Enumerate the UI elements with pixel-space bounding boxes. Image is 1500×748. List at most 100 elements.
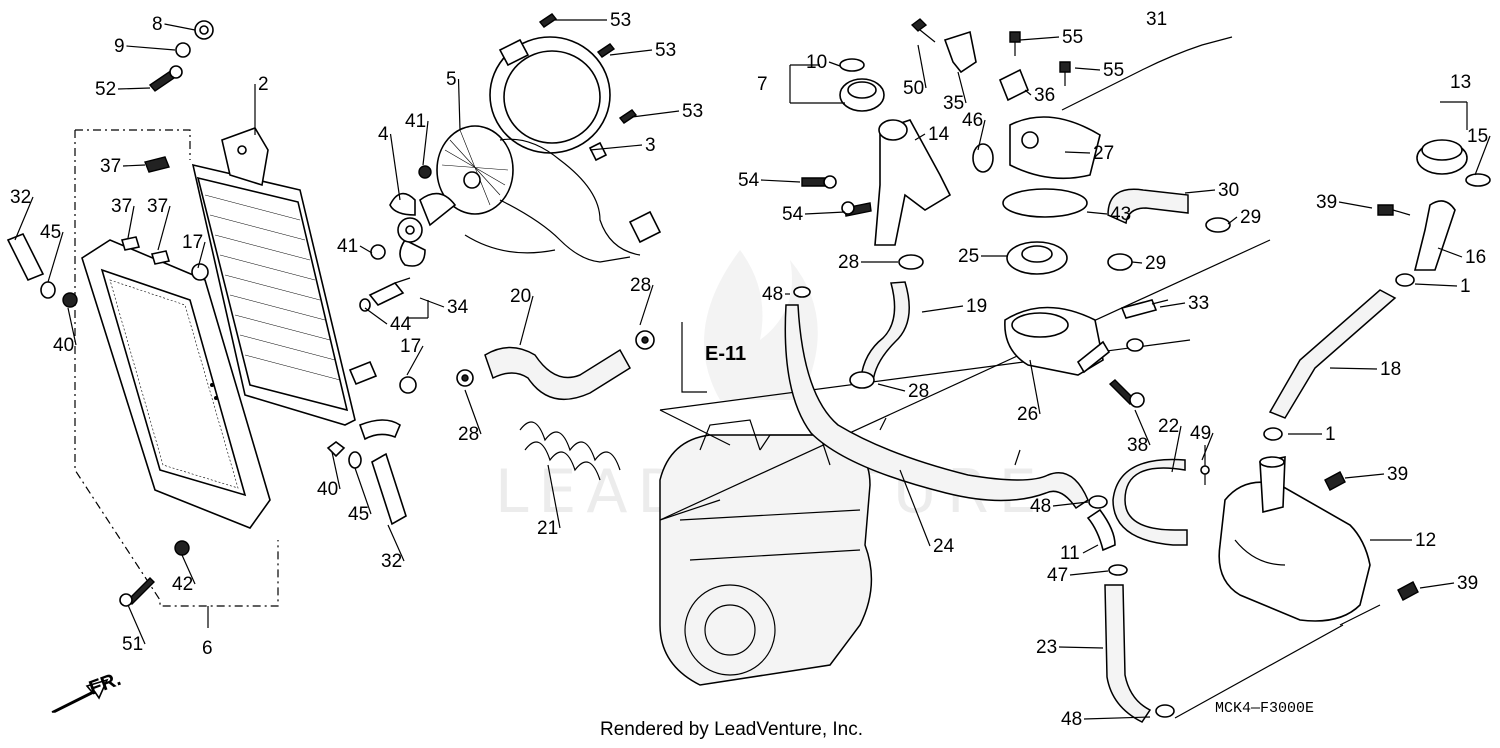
leader-line-27 bbox=[1064, 151, 1091, 154]
fan-blade-4 bbox=[389, 192, 457, 267]
reserve-tank-12 bbox=[1218, 456, 1371, 622]
callout-41: 41 bbox=[405, 111, 426, 132]
washer-45a bbox=[40, 281, 56, 299]
callout-5: 5 bbox=[446, 69, 457, 90]
callout-53: 53 bbox=[610, 10, 631, 31]
callout-28: 28 bbox=[838, 252, 859, 273]
grille-32a bbox=[6, 232, 45, 282]
callout-38: 38 bbox=[1127, 435, 1148, 456]
bolt-54b bbox=[841, 201, 872, 217]
callout-45: 45 bbox=[40, 222, 61, 243]
hose-20 bbox=[484, 346, 632, 401]
nut-41b bbox=[370, 244, 386, 260]
callout-26: 26 bbox=[1017, 404, 1038, 425]
leader-line-28 bbox=[464, 389, 482, 435]
filler-neck-14 bbox=[874, 119, 952, 246]
callout-37: 37 bbox=[100, 156, 121, 177]
leader-line-55 bbox=[1074, 67, 1101, 71]
washer-45b bbox=[348, 451, 362, 469]
nut-40b bbox=[326, 441, 346, 458]
joint-11 bbox=[1086, 508, 1116, 552]
leader-lines-tank bbox=[1174, 604, 1381, 719]
leader-line-17 bbox=[406, 345, 424, 376]
callout-48: 48 bbox=[762, 284, 783, 305]
leader-line-38 bbox=[1134, 409, 1151, 446]
bolt-51 bbox=[119, 577, 155, 607]
leader-line-5 bbox=[457, 78, 461, 131]
callout-55: 55 bbox=[1103, 60, 1124, 81]
radiator-shroud bbox=[81, 239, 271, 529]
leader-line-33 bbox=[1159, 302, 1186, 308]
clip-48a bbox=[793, 286, 811, 298]
leader-line-43 bbox=[1086, 211, 1108, 215]
callout-6: 6 bbox=[202, 638, 213, 659]
callout-25: 25 bbox=[958, 246, 979, 267]
callout-37: 37 bbox=[147, 196, 168, 217]
seal-15 bbox=[1465, 173, 1491, 187]
callout-54: 54 bbox=[738, 170, 760, 191]
leader-line-48 bbox=[1052, 501, 1089, 507]
clip-48b bbox=[1088, 495, 1108, 509]
leader-line-37 bbox=[157, 205, 171, 251]
thermo-switch-34 bbox=[368, 277, 411, 306]
callout-43: 43 bbox=[1110, 204, 1131, 225]
leader-line-15 bbox=[1474, 135, 1491, 176]
fan-assembly bbox=[359, 13, 662, 312]
rubber-37c bbox=[150, 250, 171, 265]
callout-44: 44 bbox=[390, 314, 412, 335]
fan-motor-5 bbox=[436, 125, 662, 263]
grille-32b bbox=[371, 452, 407, 526]
leader-line-53 bbox=[631, 110, 680, 118]
rubber-37a bbox=[144, 156, 170, 173]
leader-line-29 bbox=[1227, 216, 1238, 225]
callout-35: 35 bbox=[943, 93, 964, 114]
bolt-55b bbox=[1059, 61, 1071, 86]
callout-32: 32 bbox=[381, 551, 402, 572]
callout-31: 31 bbox=[1146, 9, 1167, 30]
leader-line-45 bbox=[47, 231, 64, 283]
engine-block bbox=[659, 419, 873, 686]
leader-line-16 bbox=[1437, 247, 1463, 258]
clamp-28b bbox=[635, 330, 655, 350]
callout-32: 32 bbox=[10, 187, 31, 208]
callout-19: 19 bbox=[966, 296, 987, 317]
bolt-38 bbox=[1108, 379, 1145, 408]
diagram-code: MCK4—F3000E bbox=[1215, 700, 1314, 717]
callout-50: 50 bbox=[903, 78, 924, 99]
clamp-29b bbox=[1107, 253, 1133, 271]
clamp-29a bbox=[1205, 217, 1231, 233]
callout-4: 4 bbox=[378, 124, 389, 145]
hose-19 bbox=[860, 281, 910, 384]
callout-36: 36 bbox=[1034, 85, 1055, 106]
front-direction-arrow: FR. bbox=[51, 668, 124, 713]
callout-1: 1 bbox=[1325, 424, 1336, 445]
leader-line-1 bbox=[1414, 283, 1458, 287]
callout-55: 55 bbox=[1062, 27, 1083, 48]
leader-line-17 bbox=[197, 241, 206, 269]
filler-16 bbox=[1413, 200, 1456, 271]
cap-13 bbox=[1416, 139, 1468, 175]
leader-line-23 bbox=[1058, 646, 1104, 649]
callout-9: 9 bbox=[114, 36, 125, 57]
clip-33b bbox=[1126, 338, 1144, 352]
clip-49 bbox=[1200, 445, 1210, 485]
leader-line-52 bbox=[117, 87, 151, 90]
cap-7 bbox=[839, 78, 885, 112]
leader-line-21 bbox=[547, 464, 561, 529]
callout-46: 46 bbox=[962, 110, 983, 131]
leader-line-14 bbox=[914, 133, 926, 141]
callout-23: 23 bbox=[1036, 637, 1057, 658]
callout-39: 39 bbox=[1387, 464, 1408, 485]
o-ring-44 bbox=[359, 298, 371, 312]
pipe-31 bbox=[1061, 36, 1233, 111]
hose-18 bbox=[1268, 289, 1397, 419]
rubber-37b bbox=[120, 236, 141, 251]
callout-16: 16 bbox=[1465, 247, 1486, 268]
leader-line-55 bbox=[1019, 36, 1060, 41]
radiator-core bbox=[191, 127, 401, 441]
clip-1b bbox=[1263, 427, 1283, 441]
leader-line-54 bbox=[804, 211, 846, 215]
callout-2: 2 bbox=[258, 74, 269, 95]
